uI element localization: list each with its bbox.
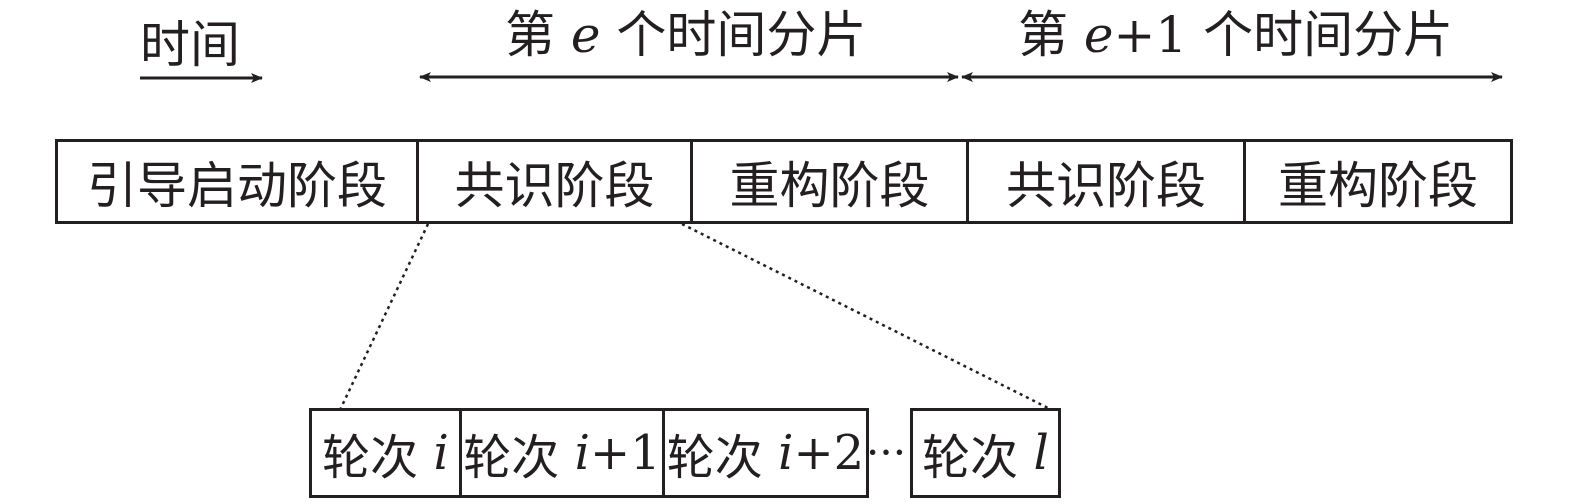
- round-i-plus-1: 轮次 i+1: [459, 408, 665, 498]
- round-l: 轮次 l: [910, 408, 1061, 498]
- rounds-ellipsis: ···: [866, 428, 907, 477]
- zoom-line-right: [681, 222, 1053, 412]
- stage-reconfig-e1: 重构阶段: [1243, 139, 1513, 224]
- stage-consensus-e: 共识阶段: [416, 139, 693, 224]
- time-label: 时间: [140, 16, 240, 74]
- round-i-plus-2: 轮次 i+2: [662, 408, 869, 498]
- round-i: 轮次 i: [309, 408, 462, 498]
- stage-consensus-e1: 共识阶段: [966, 139, 1246, 224]
- slice-e1-label: 第 e+1 个时间分片: [1018, 6, 1454, 64]
- stage-reconfig-e: 重构阶段: [690, 139, 969, 224]
- zoom-line-left: [338, 223, 430, 411]
- slice-e-label: 第 e 个时间分片: [505, 6, 867, 64]
- stage-bootstrap: 引导启动阶段: [55, 139, 419, 224]
